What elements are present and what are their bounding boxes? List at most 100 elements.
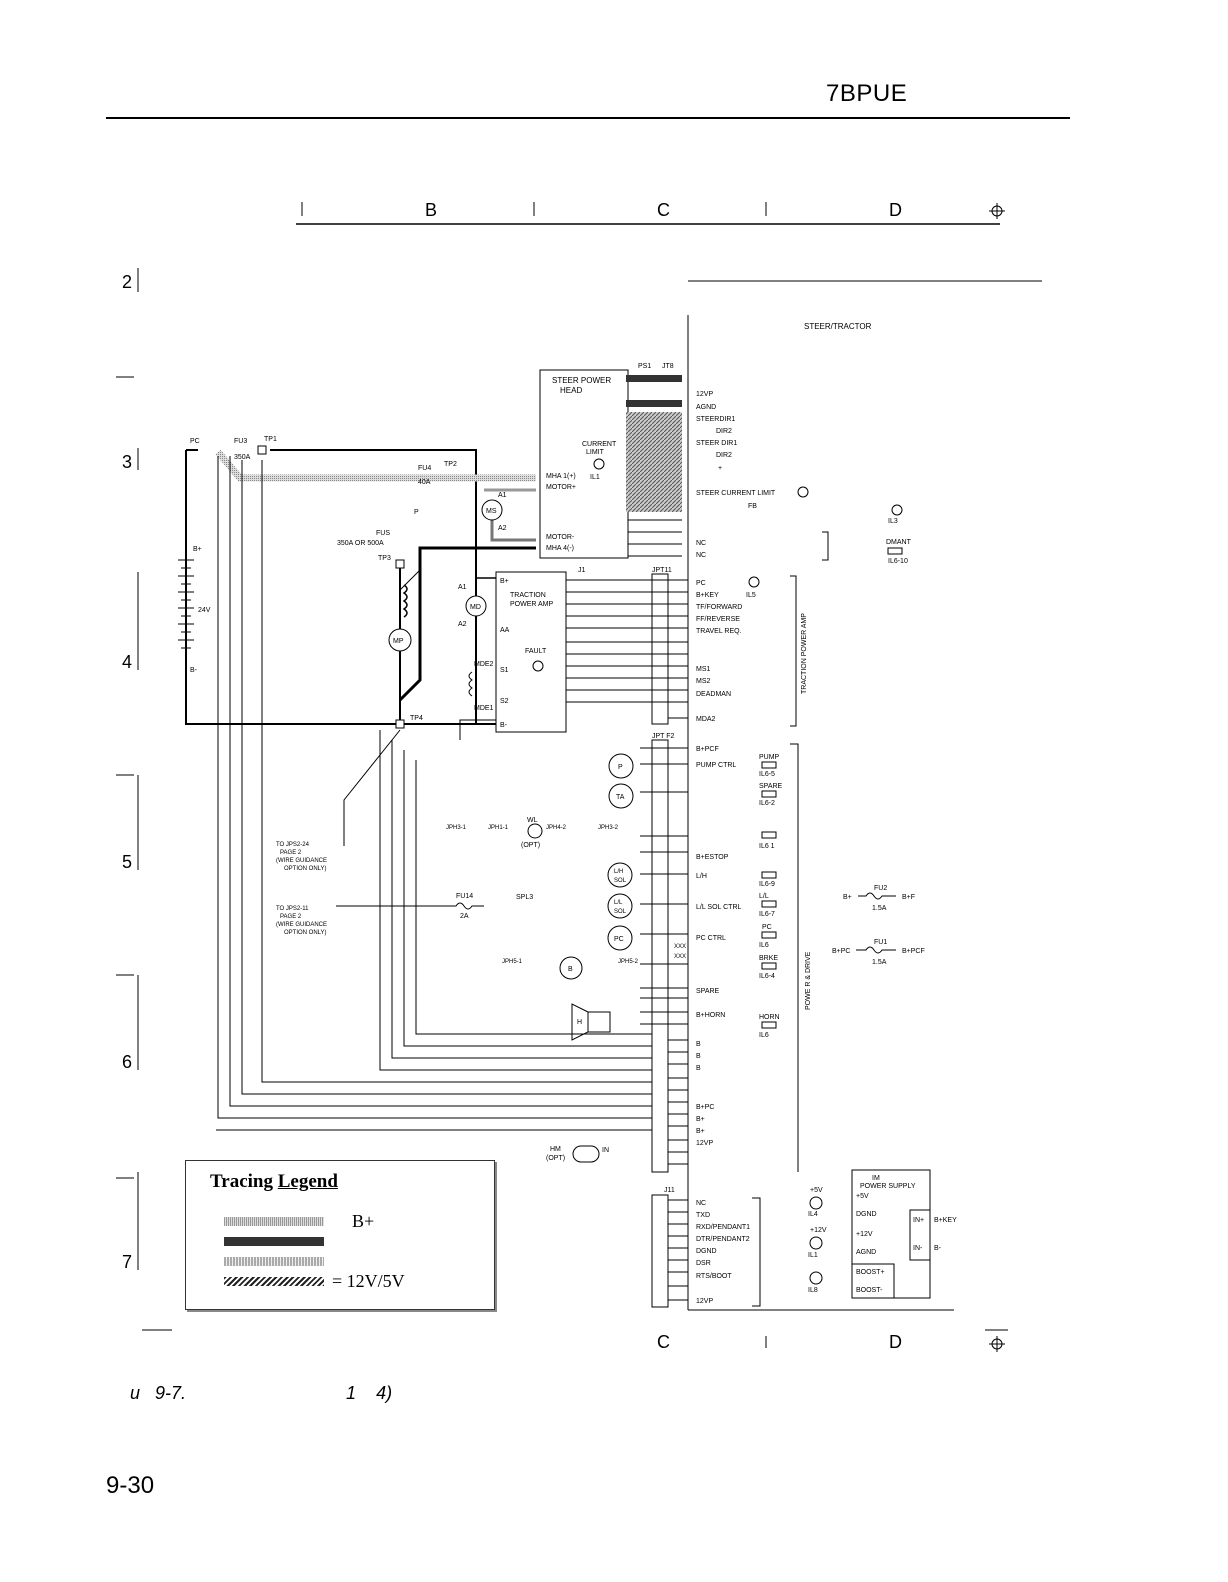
led-icon bbox=[593, 458, 605, 470]
grid-col-b: B bbox=[425, 200, 437, 220]
svg-text:A2: A2 bbox=[498, 525, 507, 532]
fuse-icon bbox=[444, 902, 484, 910]
svg-text:JPH1-1: JPH1-1 bbox=[488, 825, 509, 831]
svg-text:MS: MS bbox=[486, 508, 497, 515]
svg-text:NC: NC bbox=[696, 552, 706, 559]
svg-text:MP: MP bbox=[393, 638, 404, 645]
svg-text:L/H: L/H bbox=[614, 869, 623, 875]
svg-text:B+KEY: B+KEY bbox=[934, 1217, 957, 1224]
svg-text:IN: IN bbox=[602, 1147, 609, 1154]
registration-mark-icon bbox=[989, 1336, 1005, 1352]
svg-text:OPTION ONLY): OPTION ONLY) bbox=[284, 930, 327, 936]
test-point-icon bbox=[257, 445, 267, 455]
legend-swatch-2 bbox=[224, 1237, 324, 1246]
svg-text:MOTOR-: MOTOR- bbox=[546, 534, 575, 541]
svg-text:TO JPS2-24: TO JPS2-24 bbox=[276, 842, 310, 848]
led-icon bbox=[532, 660, 544, 672]
led-icon bbox=[761, 790, 777, 798]
svg-text:B+: B+ bbox=[696, 1128, 705, 1135]
svg-text:TP4: TP4 bbox=[410, 715, 423, 722]
connector-j11 bbox=[651, 1194, 669, 1308]
svg-text:FAULT: FAULT bbox=[525, 648, 547, 655]
svg-text:SOL: SOL bbox=[614, 909, 627, 915]
svg-text:350A OR 500A: 350A OR 500A bbox=[337, 540, 384, 547]
svg-text:SPL3: SPL3 bbox=[516, 894, 533, 901]
grid-row-3: 3 bbox=[122, 452, 132, 472]
steer-harness bbox=[626, 375, 682, 557]
svg-text:TRAVEL REQ.: TRAVEL REQ. bbox=[696, 628, 742, 635]
svg-text:+: + bbox=[718, 465, 722, 472]
svg-text:JPH5-1: JPH5-1 bbox=[502, 959, 523, 965]
svg-text:TRACTION POWER AMP: TRACTION POWER AMP bbox=[801, 613, 808, 694]
svg-text:12VP: 12VP bbox=[696, 1140, 713, 1147]
pump-motor-icon bbox=[608, 753, 634, 779]
svg-text:HM: HM bbox=[550, 1146, 561, 1153]
legend-label-12v5v: = 12V/5V bbox=[332, 1271, 405, 1291]
connector-jpt1 bbox=[651, 573, 669, 725]
svg-text:NC: NC bbox=[696, 540, 706, 547]
svg-text:1.5A: 1.5A bbox=[872, 959, 887, 966]
svg-text:12VP: 12VP bbox=[696, 1298, 713, 1305]
svg-text:B: B bbox=[696, 1065, 701, 1072]
svg-text:SOL: SOL bbox=[614, 878, 627, 884]
steer-tractor-label: STEER/TRACTOR bbox=[804, 322, 872, 331]
svg-text:POWER AMP: POWER AMP bbox=[510, 601, 554, 608]
svg-text:L/H: L/H bbox=[696, 873, 707, 880]
svg-text:B+ESTOP: B+ESTOP bbox=[696, 854, 729, 861]
svg-text:TP3: TP3 bbox=[378, 555, 391, 562]
svg-text:350A: 350A bbox=[234, 454, 251, 461]
grid-row-2: 2 bbox=[122, 272, 132, 292]
led-icon bbox=[809, 1236, 823, 1250]
horn-icon bbox=[571, 1003, 611, 1041]
svg-text:MS1: MS1 bbox=[696, 666, 711, 673]
ta-motor-icon bbox=[608, 783, 634, 809]
svg-text:IN+: IN+ bbox=[913, 1217, 924, 1224]
svg-text:12VP: 12VP bbox=[696, 391, 713, 398]
svg-text:FF/REVERSE: FF/REVERSE bbox=[696, 616, 740, 623]
svg-text:CURRENT: CURRENT bbox=[582, 441, 617, 448]
svg-text:PC CTRL: PC CTRL bbox=[696, 935, 726, 942]
svg-text:S1: S1 bbox=[500, 667, 509, 674]
svg-text:B: B bbox=[696, 1041, 701, 1048]
motor-md-icon bbox=[465, 595, 487, 617]
svg-text:A1: A1 bbox=[458, 584, 467, 591]
svg-text:IL6-10: IL6-10 bbox=[888, 558, 908, 565]
fuse-icon bbox=[858, 892, 896, 900]
svg-text:IL6-4: IL6-4 bbox=[759, 973, 775, 980]
svg-text:B+F: B+F bbox=[902, 894, 915, 901]
svg-text:24V: 24V bbox=[198, 607, 211, 614]
svg-text:STEER CURRENT LIMIT: STEER CURRENT LIMIT bbox=[696, 490, 776, 497]
svg-text:XXX: XXX bbox=[674, 954, 686, 960]
header-model: 7BPUE bbox=[826, 80, 908, 107]
svg-text:DTR/PENDANT2: DTR/PENDANT2 bbox=[696, 1236, 750, 1243]
svg-text:RTS/BOOT: RTS/BOOT bbox=[696, 1273, 732, 1280]
svg-text:MS2: MS2 bbox=[696, 678, 711, 685]
return-wires bbox=[216, 456, 652, 1131]
legend-title: Tracing Legend bbox=[210, 1171, 338, 1192]
tracing-legend: Tracing Legend B+ = 12V/5V bbox=[185, 1160, 495, 1310]
svg-text:J11: J11 bbox=[664, 1187, 675, 1194]
svg-text:B-: B- bbox=[190, 667, 198, 674]
led-icon bbox=[797, 486, 809, 498]
coil-icon bbox=[468, 671, 473, 697]
svg-text:IL5: IL5 bbox=[746, 592, 756, 599]
svg-text:LIMIT: LIMIT bbox=[586, 449, 605, 456]
svg-text:TRACTION: TRACTION bbox=[510, 592, 546, 599]
pc-solenoid-icon bbox=[607, 925, 633, 951]
brake-icon bbox=[559, 956, 583, 980]
svg-text:+5V: +5V bbox=[856, 1193, 869, 1200]
hour-meter-icon bbox=[572, 1145, 600, 1163]
legend-swatch-12v5v bbox=[224, 1277, 324, 1286]
led-icon bbox=[761, 962, 777, 970]
grid-col-d: D bbox=[889, 200, 902, 220]
svg-text:J1: J1 bbox=[578, 567, 586, 574]
svg-text:JPH4-2: JPH4-2 bbox=[546, 825, 567, 831]
svg-text:BRKE: BRKE bbox=[759, 955, 778, 962]
svg-text:TXD: TXD bbox=[696, 1212, 710, 1219]
svg-text:IL4: IL4 bbox=[808, 1211, 818, 1218]
legend-swatch-bplus bbox=[224, 1217, 324, 1226]
svg-text:B: B bbox=[568, 966, 573, 973]
grid-row-4: 4 bbox=[122, 652, 132, 672]
svg-text:STEER DIR1: STEER DIR1 bbox=[696, 440, 737, 447]
